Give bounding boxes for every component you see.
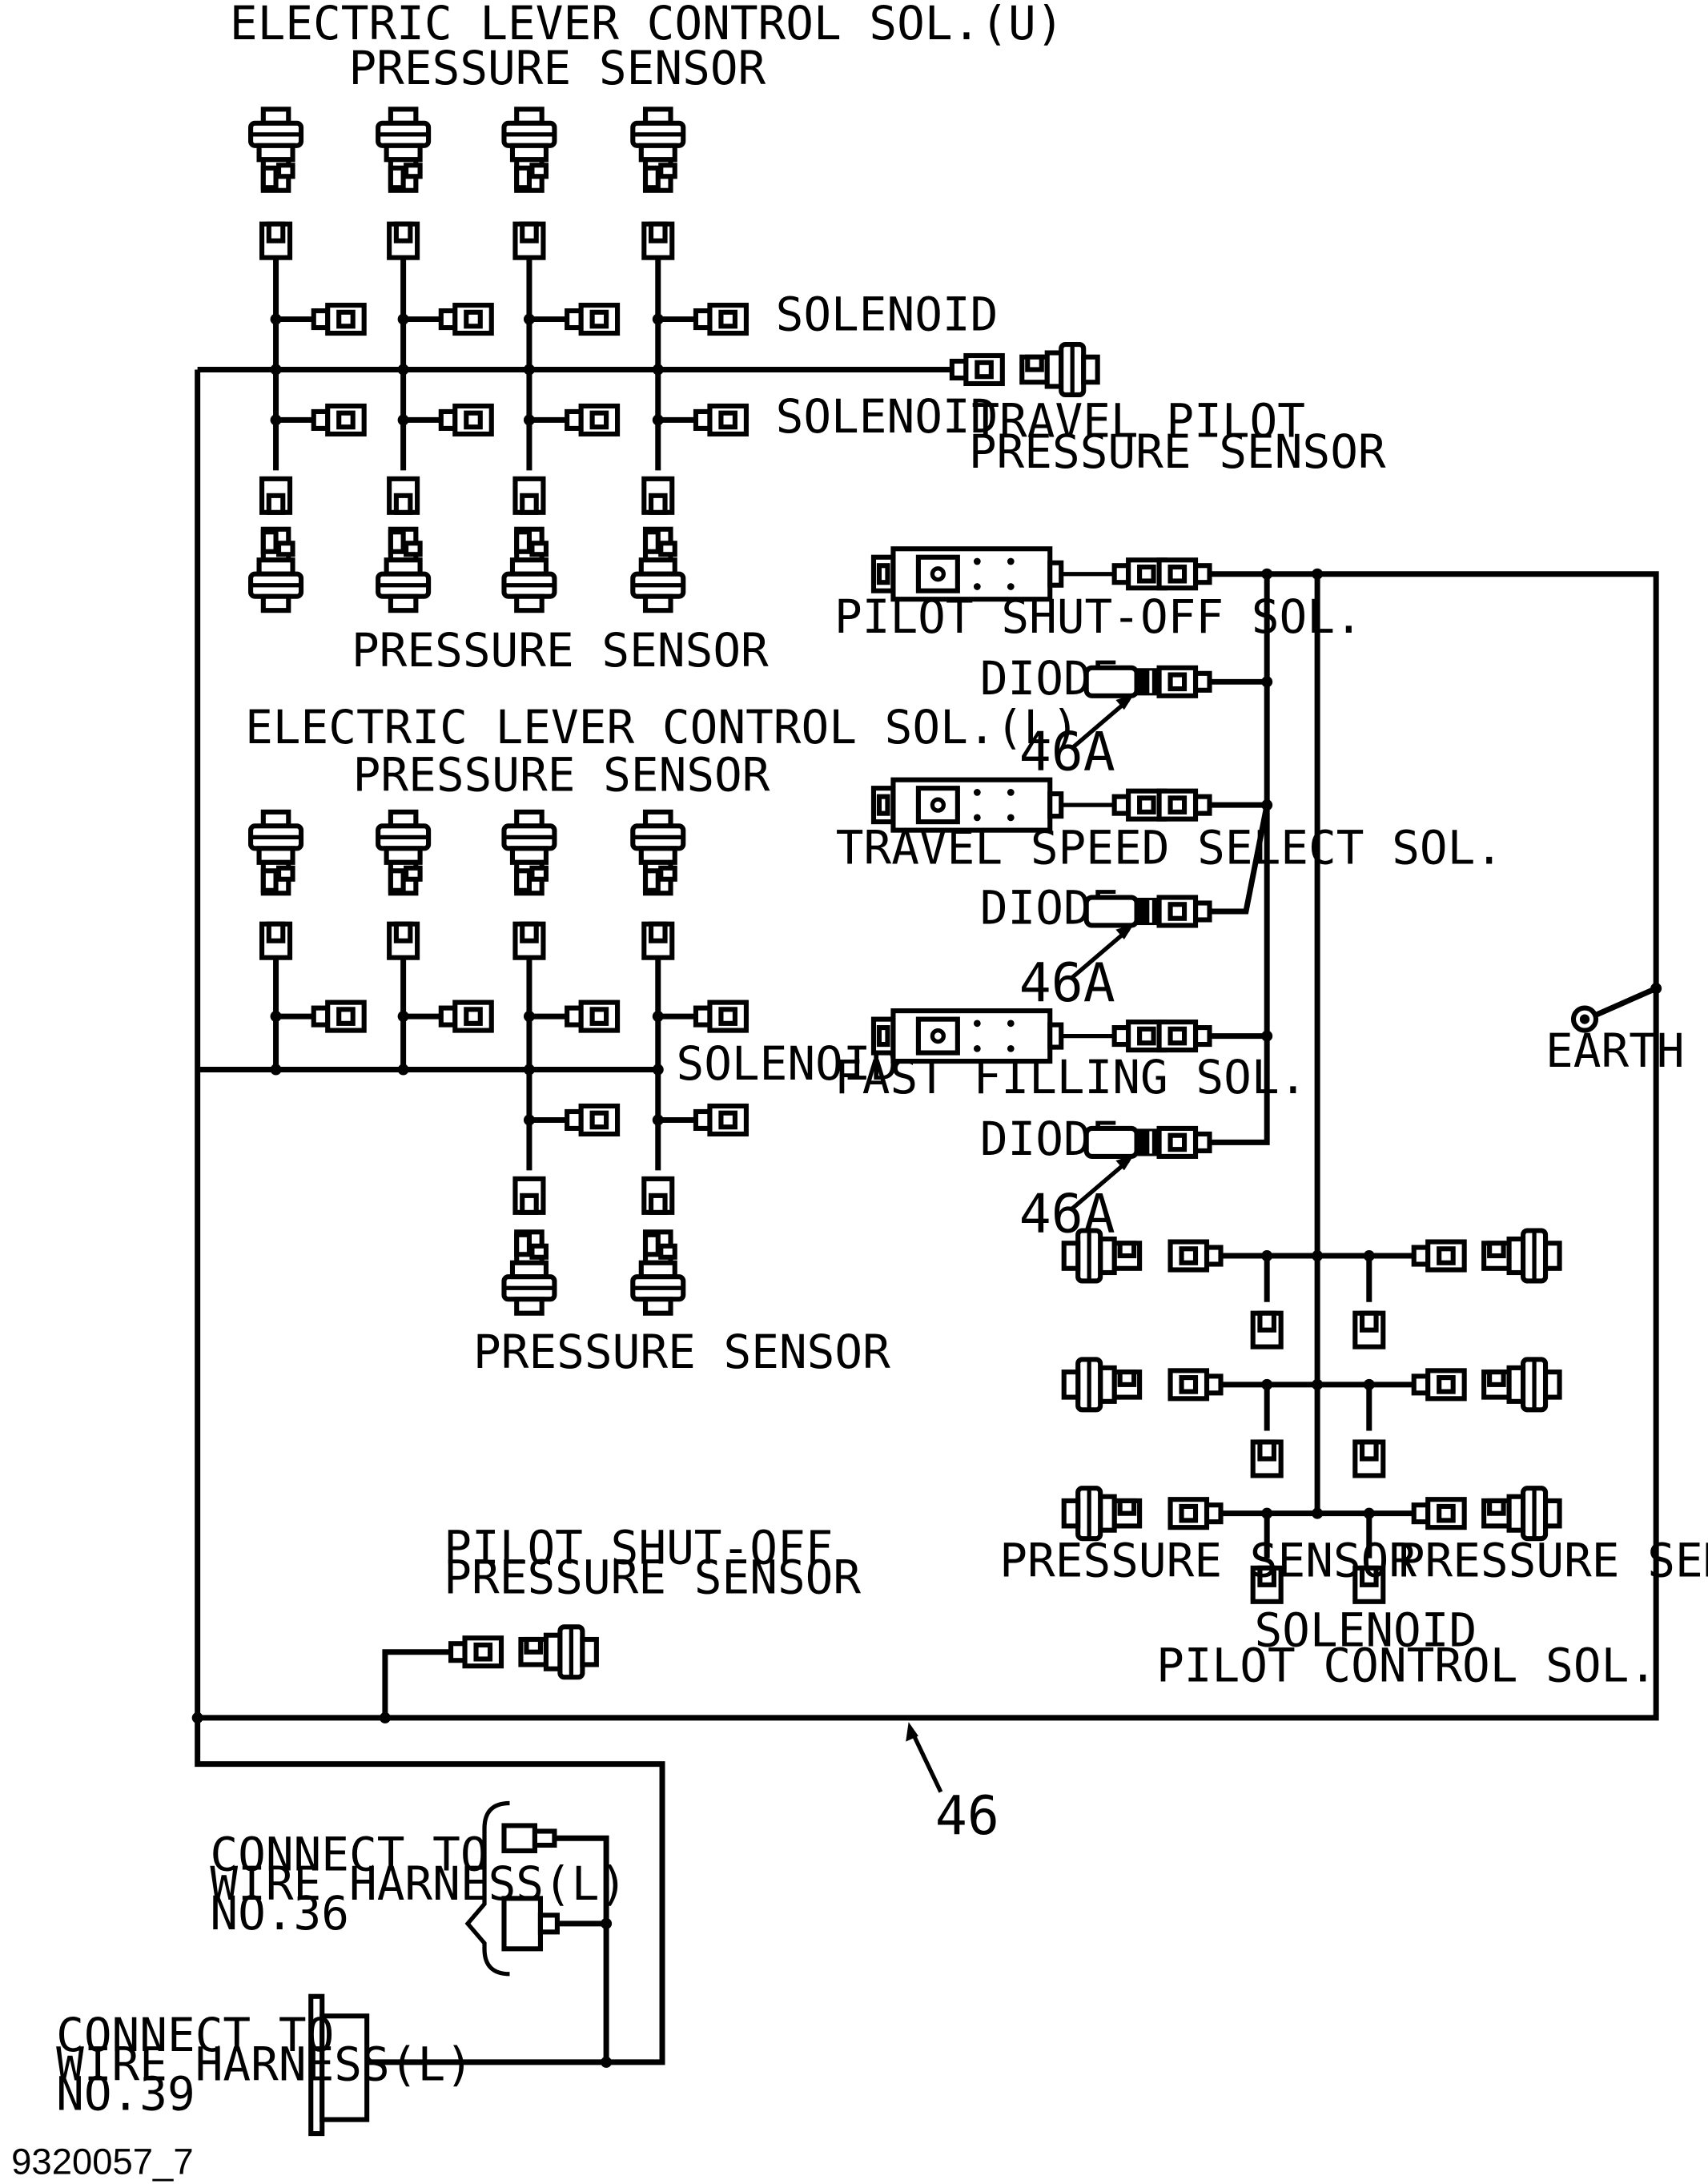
- elc-upper-ps-top-label: PRESSURE SENSOR: [348, 41, 766, 95]
- connect39-label-3: NO.39: [56, 2066, 195, 2121]
- connect36-label-1: CONNECT TO: [210, 1827, 488, 1881]
- pilot-control-row-3: [1064, 1488, 1560, 1602]
- elc-lower-junctions: [270, 1011, 664, 1126]
- elc-upper-column-2: [378, 109, 492, 610]
- connect39-label-2: WIRE HARNESS(L): [56, 2037, 473, 2092]
- pilot-shutoff-ps-label-2: PRESSURE SENSOR: [444, 1550, 861, 1604]
- pilot-control-row-1: [1064, 1231, 1560, 1347]
- ref-46-callout: 46: [906, 1722, 999, 1847]
- elc-upper-group: ELECTRIC LEVER CONTROL SOL.(U) PRESSURE …: [230, 0, 1064, 678]
- drawing-code: 9320057_7: [11, 2142, 193, 2182]
- earth-ground: EARTH: [1545, 983, 1685, 1078]
- pilot-shutoff-solenoid: PILOT SHUT-OFF SOL.: [834, 549, 1363, 644]
- solenoid-label-2: SOLENOID: [776, 389, 999, 444]
- fast-filling-sol-label: FAST FILLING SOL.: [834, 1050, 1307, 1104]
- pilot-shutoff-pressure-sensor: PILOT SHUT-OFF PRESSURE SENSOR: [191, 1521, 861, 1723]
- travel-speed-sol-label: TRAVEL SPEED SELECT SOL.: [836, 821, 1503, 875]
- travel-pilot-pressure-sensor: TRAVEL PILOT PRESSURE SENSOR: [952, 344, 1386, 479]
- elc-lower-column-3: [504, 812, 617, 1313]
- elc-lower-ps-bottom-label: PRESSURE SENSOR: [473, 1325, 890, 1379]
- elc-upper-junctions: [270, 313, 664, 426]
- ref-46a-2: 46A: [1019, 951, 1115, 1014]
- elc-lower-column-2: [378, 812, 492, 1070]
- pilot-shutoff-sol-label: PILOT SHUT-OFF SOL.: [834, 589, 1363, 644]
- elc-upper-column-1: [251, 109, 364, 610]
- earth-label: EARTH: [1545, 1024, 1685, 1078]
- elc-lower-ps-top-label: PRESSURE SENSOR: [353, 748, 770, 802]
- fast-filling-solenoid: FAST FILLING SOL.: [834, 1011, 1307, 1104]
- travel-pilot-label-2: PRESSURE SENSOR: [969, 424, 1386, 479]
- pilot-control-solenoid-label: SOLENOID: [1254, 1603, 1477, 1658]
- elc-upper-column-3: [504, 109, 617, 610]
- elc-lower-group: ELECTRIC LEVER CONTROL SOL.(L) PRESSURE …: [245, 700, 1079, 1379]
- elc-lower-column-1: [251, 812, 364, 1070]
- solenoid-label-3: SOLENOID: [676, 1036, 898, 1091]
- elc-upper-ps-bottom-label: PRESSURE SENSOR: [352, 623, 769, 678]
- connect36-label-2: WIRE HARNESS(L): [210, 1856, 627, 1911]
- travel-pilot-label-1: TRAVEL PILOT: [971, 393, 1305, 448]
- solenoid-diode-group: PILOT SHUT-OFF SOL. DIODE 46A TRAVEL SPE…: [834, 549, 1503, 1245]
- pilot-control-row-2: [1064, 1359, 1560, 1475]
- connect39-label-1: CONNECT TO: [56, 2008, 334, 2062]
- ref-46a-1: 46A: [1019, 720, 1115, 782]
- connect-no36: CONNECT TO WIRE HARNESS(L) NO.36: [210, 1800, 627, 2068]
- diode-2: DIODE 46A: [980, 881, 1210, 1014]
- pilot-control-title: PILOT CONTROL SOL.: [1156, 1638, 1657, 1692]
- elc-upper-title: ELECTRIC LEVER CONTROL SOL.(U): [230, 0, 1064, 50]
- connect-no39: CONNECT TO WIRE HARNESS(L) NO.39: [56, 1993, 473, 2137]
- diode-3: DIODE 46A: [980, 1112, 1210, 1245]
- ref-46-label: 46: [935, 1784, 999, 1847]
- connect36-label-3: NO.36: [210, 1886, 349, 1941]
- pilot-control-ps-right-label: PRESSURE SENSOR: [1397, 1533, 1708, 1587]
- diode-1: DIODE 46A: [980, 651, 1210, 782]
- solenoid-label-1: SOLENOID: [776, 288, 999, 342]
- pilot-control-group: PRESSURE SENSOR PRESSURE SENSOR SOLENOID…: [999, 573, 1708, 1692]
- pilot-control-ps-left-label: PRESSURE SENSOR: [999, 1533, 1417, 1587]
- elc-lower-title: ELECTRIC LEVER CONTROL SOL.(L): [245, 700, 1079, 754]
- pilot-shutoff-ps-label-1: PILOT SHUT-OFF: [444, 1521, 833, 1575]
- elc-upper-column-4: [633, 109, 746, 610]
- travel-speed-solenoid: TRAVEL SPEED SELECT SOL.: [836, 780, 1503, 875]
